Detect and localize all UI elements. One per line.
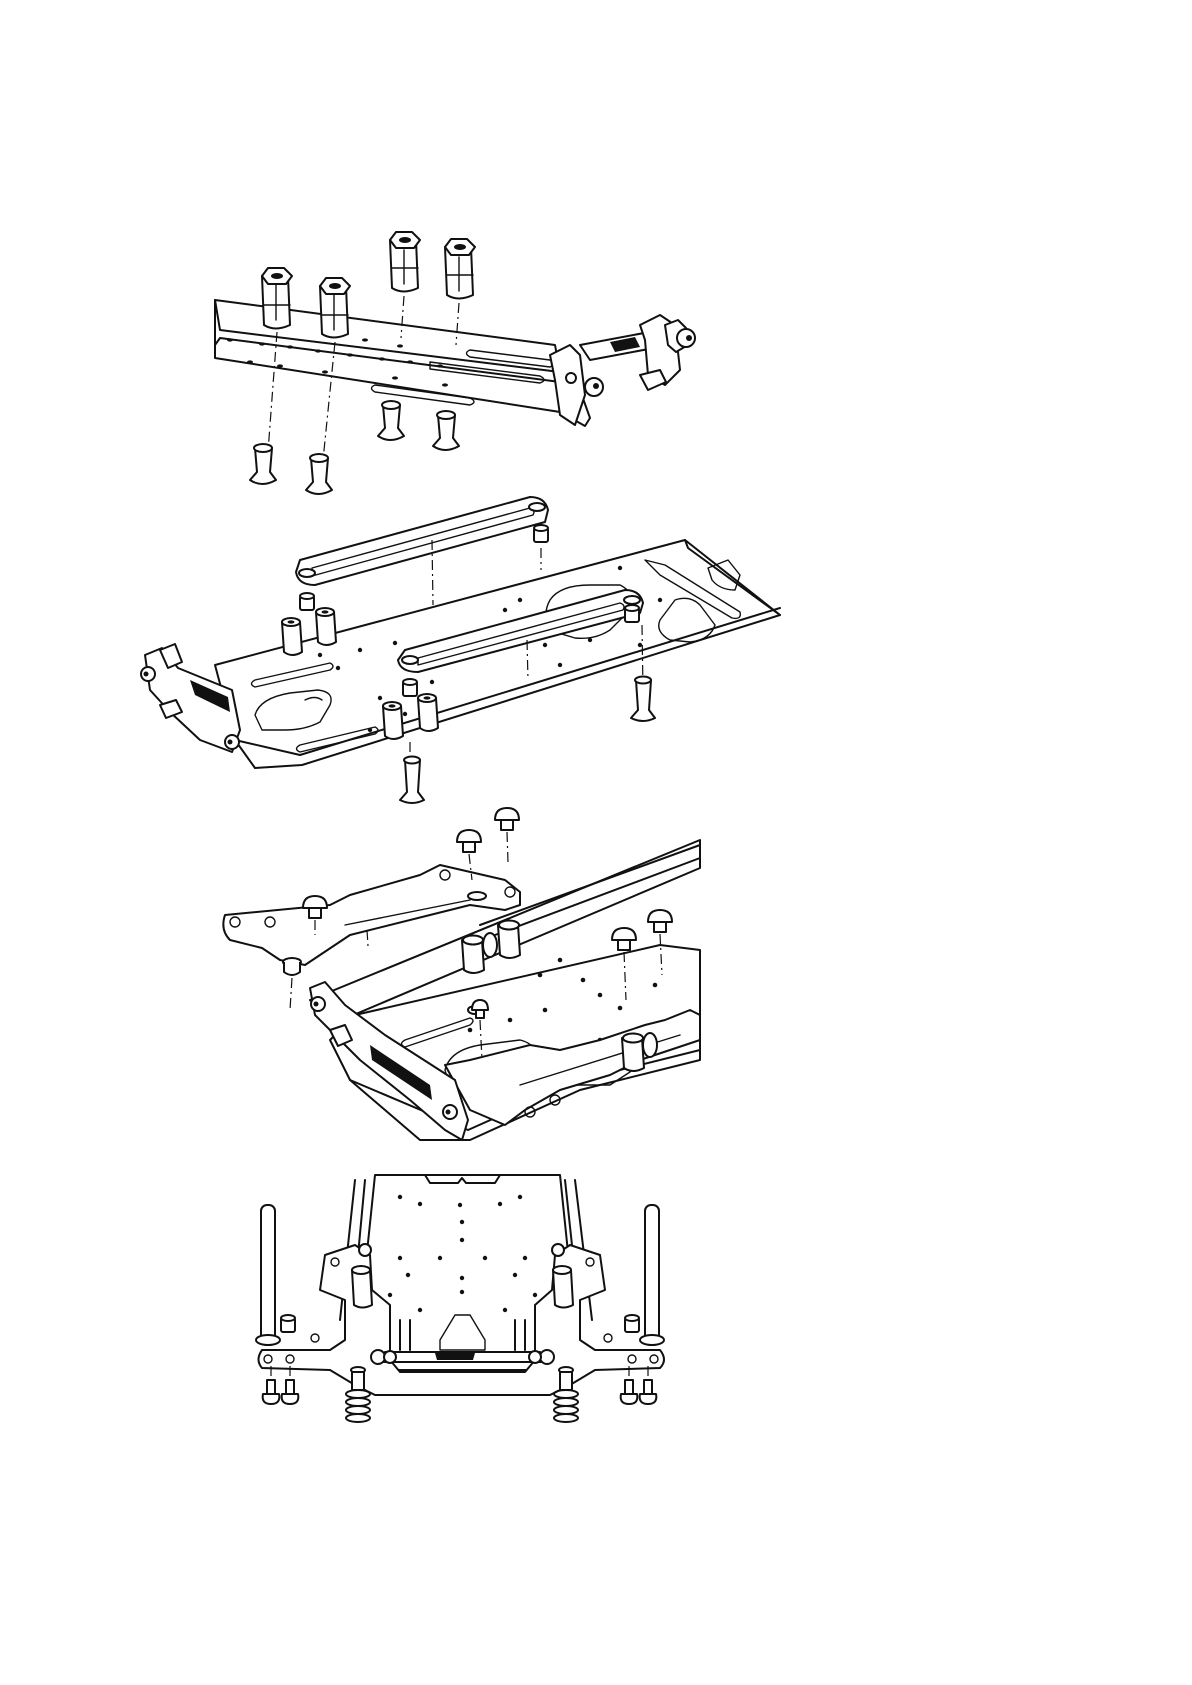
button-head-screw [612, 928, 636, 950]
hex-post [418, 694, 438, 731]
figure-step-2 [141, 497, 780, 803]
countersunk-screw [250, 444, 276, 484]
countersunk-screw [631, 677, 655, 722]
countersunk-screw [400, 757, 424, 804]
hex-post [352, 1266, 372, 1308]
button-head-screw [648, 910, 672, 932]
button-head-screw [457, 830, 481, 852]
spacer-collar [403, 679, 417, 696]
hex-post [316, 608, 336, 645]
hex-standoff [390, 232, 420, 292]
countersunk-screw [378, 401, 404, 440]
countersunk-screw [433, 411, 459, 450]
hex-nut [281, 1315, 295, 1332]
hex-standoff [320, 278, 350, 338]
button-head-screw [640, 1380, 657, 1404]
figure-step-1 [215, 232, 695, 494]
button-head-screw [282, 1380, 299, 1404]
spacer-collar [300, 593, 314, 610]
hex-post [498, 921, 520, 959]
top-deck [296, 497, 548, 585]
hex-nut [625, 1315, 639, 1332]
button-head-screw [621, 1380, 638, 1404]
hex-post [383, 702, 403, 739]
body-post [640, 1205, 664, 1345]
button-head-screw [263, 1380, 280, 1404]
hex-post [553, 1266, 573, 1308]
spacer-collar [625, 605, 639, 622]
hex-post [282, 618, 302, 655]
rear-bulkhead [141, 644, 240, 752]
figure-step-4 [256, 1175, 664, 1422]
spacer-collar [534, 525, 548, 542]
hex-post [622, 1034, 644, 1072]
countersunk-screw [306, 454, 332, 494]
front-bulkhead [550, 315, 695, 425]
button-head-screw [495, 808, 519, 830]
body-post [256, 1205, 280, 1345]
hex-post [462, 936, 484, 974]
hex-standoff [445, 239, 475, 299]
figure-step-3 [223, 808, 700, 1140]
hex-standoff [262, 268, 292, 329]
